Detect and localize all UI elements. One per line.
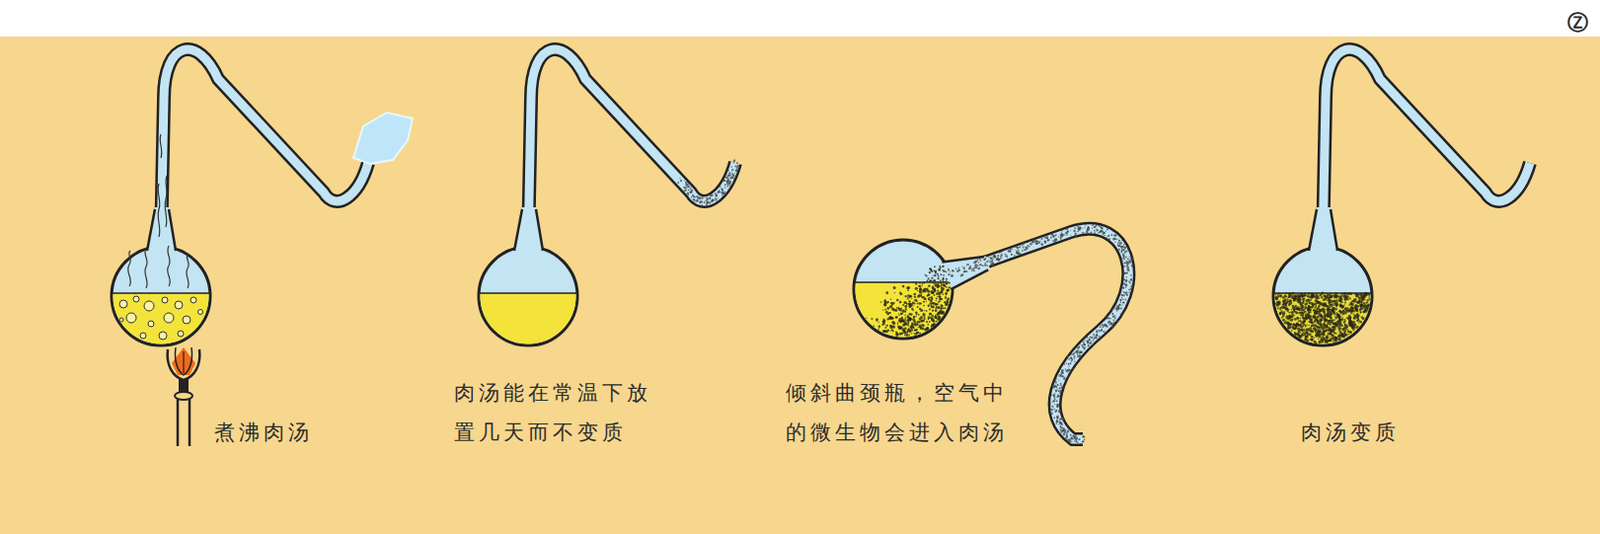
step-caption: 倾斜曲颈瓶，空气中的微生物会进入肉汤 [785, 373, 1015, 453]
tilted-flask [851, 224, 1134, 445]
step-caption: 肉汤变质 [1300, 412, 1469, 453]
spoiled-flask [1271, 49, 1530, 349]
step-caption: 肉汤能在常温下放置几天而不变质 [454, 373, 658, 453]
ice-cube [353, 112, 413, 164]
top-strip [0, 0, 1600, 37]
boiling-flask [109, 49, 369, 349]
burner [167, 347, 201, 447]
step-caption: 煮沸肉汤 [214, 412, 382, 453]
logo-mark: Ⓩ [1567, 2, 1598, 43]
fresh-flask [476, 49, 740, 349]
background [0, 36, 1600, 534]
